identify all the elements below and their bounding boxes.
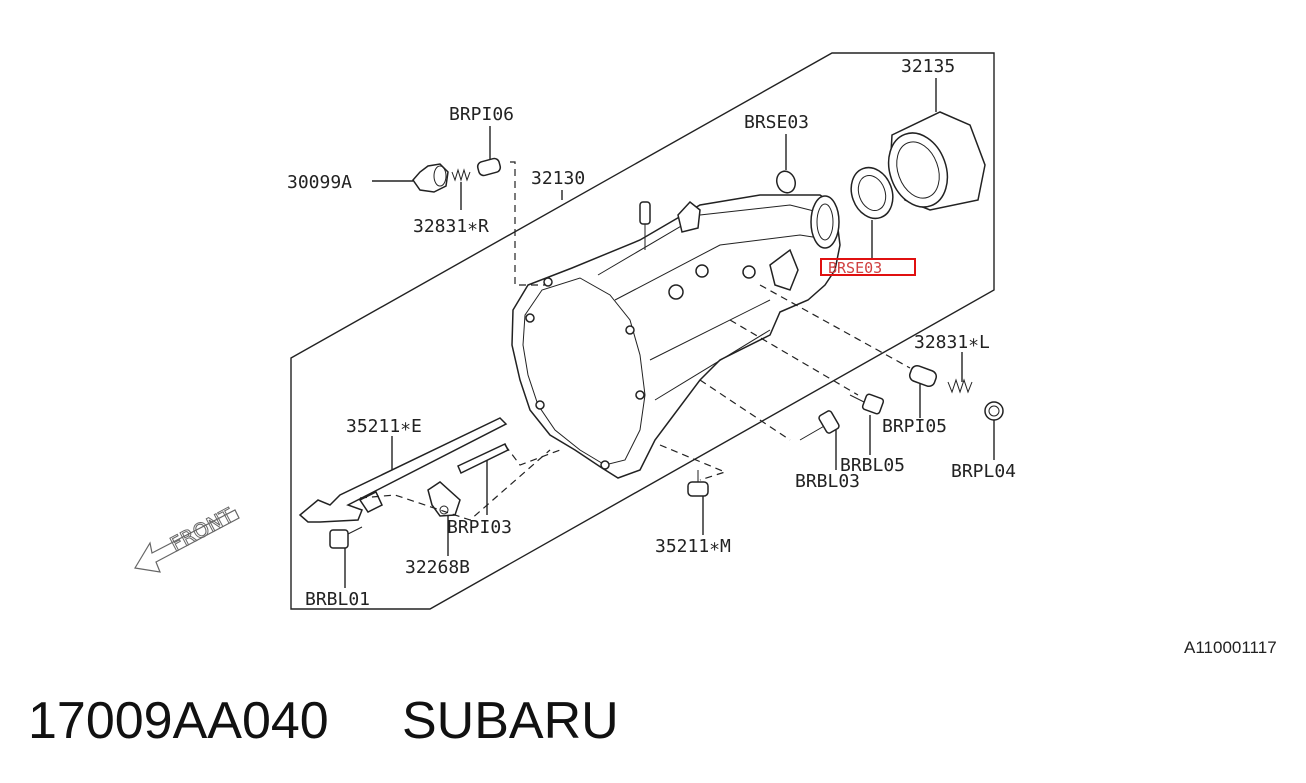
bolt-brbl05[interactable] — [849, 393, 885, 415]
diagram-ref-code: A110001117 — [1184, 638, 1277, 657]
pin-brpi06[interactable] — [476, 157, 502, 177]
label-32831r: 32831∗R — [413, 216, 489, 237]
brand-name: SUBARU — [402, 692, 619, 750]
transmission-case-32130[interactable] — [511, 194, 841, 479]
label-brpl04: BRPL04 — [951, 461, 1016, 482]
label-brpi03: BRPI03 — [447, 517, 512, 538]
oil-seal-brse03[interactable] — [844, 162, 899, 225]
label-brpi06: BRPI06 — [449, 104, 514, 125]
label-brbl01: BRBL01 — [305, 589, 370, 610]
lever-35211e[interactable] — [298, 417, 508, 523]
label-32130: 32130 — [531, 168, 585, 189]
pin-brpi03[interactable] — [457, 443, 510, 475]
label-brse03-highlighted: BRSE03 — [828, 259, 882, 277]
label-brse03-top: BRSE03 — [744, 112, 809, 133]
bolt-brbl03[interactable] — [799, 410, 840, 441]
label-35211e: 35211∗E — [346, 416, 422, 437]
breather-fitting[interactable] — [639, 201, 651, 250]
highlight-box — [820, 258, 916, 276]
diagram-frame — [290, 52, 995, 610]
label-32268b: 32268B — [405, 557, 470, 578]
part-number: 17009AA040 — [28, 692, 329, 750]
label-32135: 32135 — [901, 56, 955, 77]
fitting-35211m[interactable] — [687, 470, 709, 497]
plug-30099a[interactable] — [412, 163, 449, 193]
label-30099a: 30099A — [287, 172, 352, 193]
label-brpi05: BRPI05 — [882, 416, 947, 437]
label-32831l: 32831∗L — [914, 332, 990, 353]
bolt-brbl01[interactable] — [329, 526, 363, 549]
spring-32831r[interactable] — [451, 168, 471, 182]
spring-32831l[interactable] — [947, 378, 973, 394]
pin-brpi05[interactable] — [908, 364, 938, 388]
label-35211m: 35211∗M — [655, 536, 731, 557]
part-32135[interactable] — [879, 111, 986, 215]
label-brbl05: BRBL05 — [840, 455, 905, 476]
front-arrow-icon — [134, 509, 240, 573]
seal-brse03-top[interactable] — [774, 169, 798, 196]
label-brbl03: BRBL03 — [795, 471, 860, 492]
plug-brpl04[interactable] — [984, 401, 1004, 421]
label-front: FRONT — [166, 503, 238, 557]
